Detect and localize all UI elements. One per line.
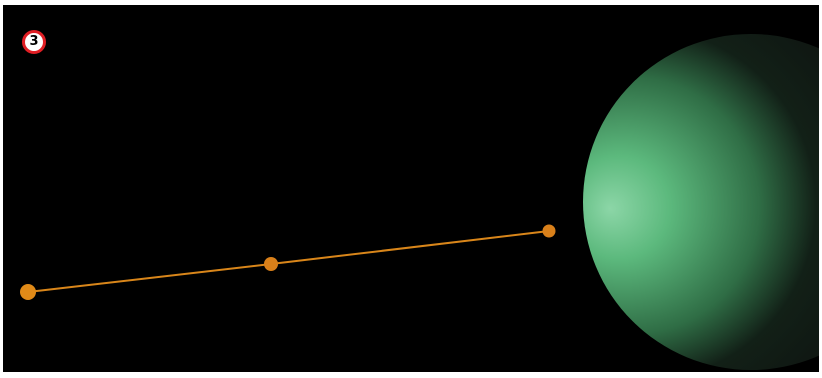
trajectory-point-end[interactable] [542,224,556,238]
step-number-badge: 3 [22,30,46,54]
trajectory-line [27,230,550,293]
trajectory-point-start[interactable] [20,284,36,300]
trajectory-point-middle[interactable] [264,257,278,271]
planet [583,34,819,370]
